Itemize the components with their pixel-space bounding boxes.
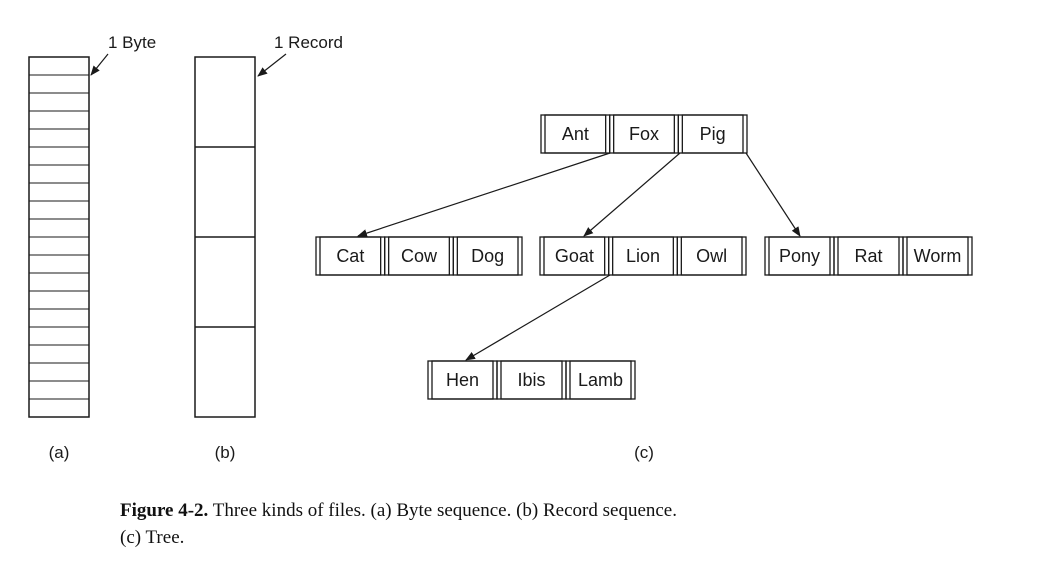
tree-node: Pony Rat Worm (764, 236, 973, 276)
panel-label-a: (a) (49, 443, 70, 462)
tree-key-label: Ant (562, 124, 589, 144)
tree-key-cell-inner (680, 236, 743, 276)
tree-node: Cat Cow Dog (315, 236, 523, 276)
tree-key-cell-inner (613, 114, 675, 154)
byte-cell-dividers (29, 74, 89, 400)
tree-key-label: Fox (629, 124, 659, 144)
tree-key-label: Hen (446, 370, 479, 390)
tree-key-cell-inner (319, 236, 382, 276)
tree-key-cell-inner (612, 236, 674, 276)
tree-key-label: Owl (696, 246, 727, 266)
tree-key-cell-inner (456, 236, 519, 276)
tree-key-label: Cat (336, 246, 364, 266)
tree-key-cell-inner (544, 114, 607, 154)
tree-key-label: Pony (779, 246, 820, 266)
figure-caption: Figure 4-2. Three kinds of files. (a) By… (120, 497, 1020, 551)
tree-key-label: Lion (626, 246, 660, 266)
tree-key-label: Dog (471, 246, 504, 266)
record-label: 1 Record (274, 33, 343, 52)
tree-key-cell-inner (681, 114, 744, 154)
caption-text: Three kinds of files. (a) Byte sequence.… (212, 500, 677, 521)
tree-key-cell-inner (388, 236, 450, 276)
tree-key-label: Lamb (578, 370, 623, 390)
tree-key-label: Cow (401, 246, 438, 266)
byte-label: 1 Byte (108, 33, 156, 52)
tree-key-label: Ibis (517, 370, 545, 390)
tree-key-label: Goat (555, 246, 594, 266)
byte-label-arrow (90, 53, 109, 76)
tree-key-cell-inner (500, 360, 563, 400)
record-label-arrow (257, 53, 287, 77)
tree-key-cell-inner (906, 236, 969, 276)
tree-key-cell-inner (768, 236, 831, 276)
tree-key-label: Pig (700, 124, 726, 144)
figure-number: Figure 4-2. (120, 500, 209, 521)
edge-pig-to-goat-node (583, 152, 681, 237)
panel-label-c: (c) (634, 443, 654, 462)
tree-key-cell-inner (569, 360, 632, 400)
edge-lion-to-hen-node (465, 274, 611, 361)
tree-node: Ant Fox Pig (540, 114, 748, 154)
tree-key-label: Worm (914, 246, 962, 266)
tree-node: Goat Lion Owl (539, 236, 747, 276)
tree-key-cell-inner (543, 236, 606, 276)
tree-node: Hen Ibis Lamb (427, 360, 636, 400)
record-sequence-file (194, 56, 256, 418)
caption-text-line2: (c) Tree. (120, 527, 185, 548)
tree-key-cell-inner (837, 236, 900, 276)
edge-pig-to-pony-node (745, 152, 801, 237)
byte-sequence-file (28, 56, 90, 418)
tree-key-cell-inner (431, 360, 494, 400)
edge-fox-to-cat-node (357, 152, 611, 237)
panel-label-b: (b) (215, 443, 236, 462)
tree-edges (357, 152, 801, 361)
tree-key-label: Rat (854, 246, 882, 266)
record-cell-dividers (195, 146, 255, 328)
